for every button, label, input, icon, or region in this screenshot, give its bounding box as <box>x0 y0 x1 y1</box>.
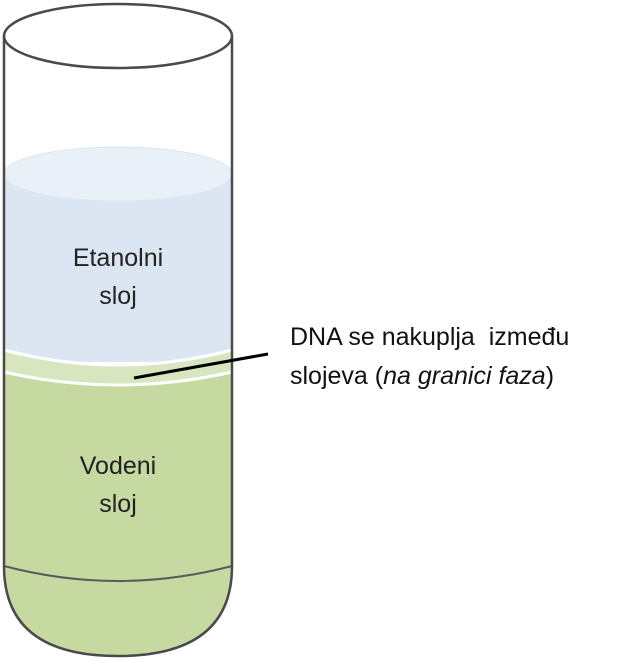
tube-outline <box>2 36 234 658</box>
ethanol-label-line1: Etanolni <box>73 244 163 272</box>
interface-band <box>4 350 232 386</box>
annotation-line2: slojeva (na granici faza) <box>290 362 554 390</box>
aqueous-label-line1: Vodeni <box>80 452 156 480</box>
tube-bottom-seam <box>3 565 233 582</box>
annotation-line2-suffix: ) <box>546 362 554 390</box>
annotation-line2-prefix: slojeva ( <box>290 362 384 390</box>
aqueous-label-line2: sloj <box>99 490 137 518</box>
ethanol-surface <box>3 146 233 202</box>
ethanol-layer <box>4 174 232 362</box>
interface-highlight-lower <box>3 370 233 387</box>
tube-rim <box>2 2 234 70</box>
aqueous-layer <box>4 372 232 656</box>
annotation-line2-italic: na granici faza <box>383 362 546 390</box>
ethanol-label-line2: sloj <box>99 282 137 310</box>
interface-highlight-upper <box>3 348 233 367</box>
annotation-line1: DNA se nakuplja između <box>290 323 569 351</box>
annotation-leader-line <box>133 352 269 380</box>
